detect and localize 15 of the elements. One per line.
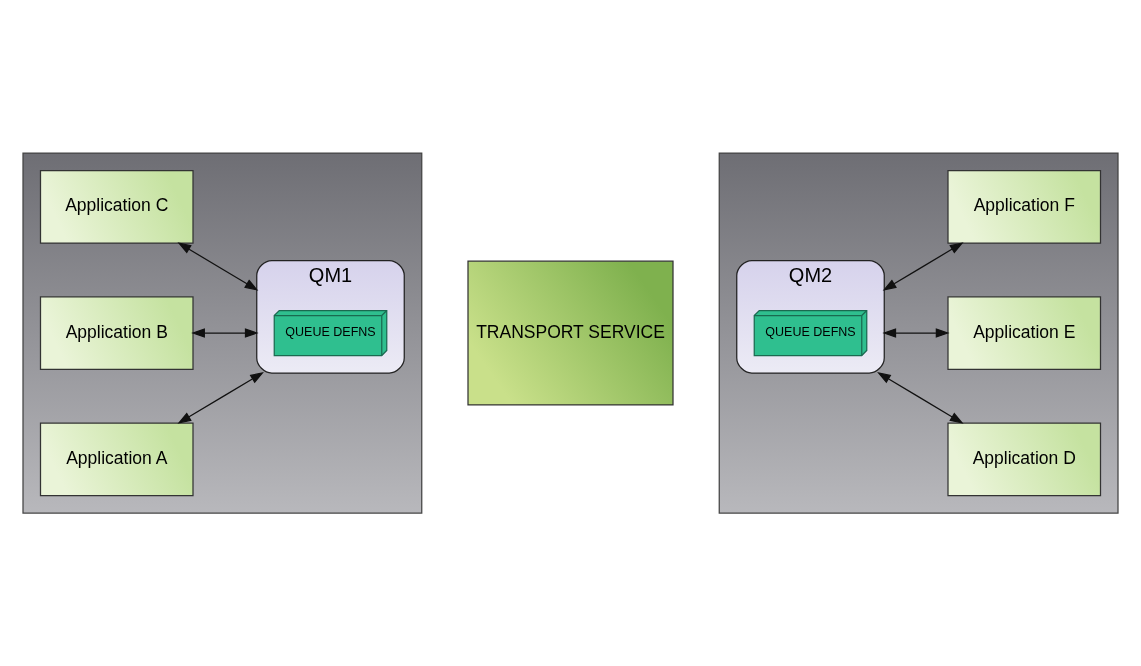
node-box: Application B: [39, 296, 194, 370]
arrow: [177, 372, 264, 424]
arrow: [882, 328, 950, 338]
node-box: Application A: [39, 422, 194, 497]
cluster: [718, 152, 1119, 514]
arrow: [191, 328, 259, 338]
cluster: [22, 152, 423, 514]
node-box: Application C: [39, 169, 194, 244]
node-box: Application F: [947, 169, 1102, 244]
node-box: TRANSPORT SERVICE: [467, 260, 674, 406]
arrow: [877, 372, 964, 424]
arrow: [882, 242, 964, 291]
arrow: [177, 242, 259, 291]
node-box: Application D: [947, 422, 1102, 497]
node-box: Application E: [947, 296, 1102, 370]
